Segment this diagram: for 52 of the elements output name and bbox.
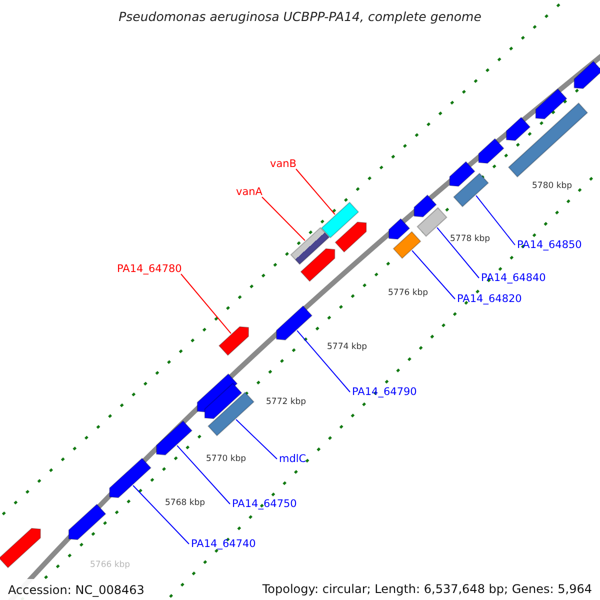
topology-text: Topology: circular; Length: 6,537,648 bp; Genes: 5,964 (262, 582, 592, 596)
leader-line (132, 485, 190, 544)
leader-line (412, 250, 456, 300)
leader-line (180, 274, 232, 334)
gene-feature (300, 248, 336, 282)
position-label: 5774 kbp (327, 342, 368, 352)
gene-label: vanA (236, 186, 262, 198)
leader-line (436, 227, 480, 278)
gene-feature (334, 222, 367, 253)
gene-label: vanB (270, 158, 297, 170)
gene-feature (0, 528, 41, 568)
gene-feature (204, 382, 242, 420)
gene-block (392, 231, 422, 259)
gene-label: PA14_64750 (232, 498, 297, 510)
gene-feature (68, 504, 106, 540)
gene-label: PA14_64780 (117, 263, 182, 275)
gene-feature (478, 138, 504, 164)
gene-label: mdlC (279, 453, 306, 465)
gene-block (207, 392, 255, 436)
gene-feature (506, 116, 531, 142)
position-label: 5772 kbp (266, 397, 306, 407)
gene-feature (276, 305, 313, 340)
gene-feature (574, 60, 600, 90)
gene-feature (414, 194, 437, 218)
leader-line (262, 196, 306, 241)
position-label: 5766 kbp (90, 560, 130, 570)
gene-block (320, 202, 360, 238)
position-label: 5778 kbp (450, 234, 490, 244)
gene-label: PA14_64840 (481, 272, 546, 284)
gene-label: PA14_64820 (457, 293, 522, 305)
leader-line (296, 330, 350, 392)
gene-block (290, 226, 330, 266)
position-label: 5768 kbp (165, 498, 206, 508)
leader-line (296, 168, 336, 215)
gene-feature (535, 88, 568, 120)
position-label: 5776 kbp (388, 288, 428, 298)
gene-label: PA14_64790 (352, 386, 417, 398)
gene-block (508, 102, 588, 178)
leader-line (476, 195, 516, 246)
leader-line (236, 419, 278, 460)
gene-block (416, 207, 448, 237)
leader-line (176, 445, 230, 504)
gene-label: PA14_64850 (517, 239, 582, 251)
gene-feature (218, 326, 250, 356)
gene-feature (449, 161, 476, 187)
position-label: 5770 kbp (206, 454, 246, 464)
gene-block (453, 172, 489, 208)
gene-feature (388, 218, 410, 240)
gene-feature (156, 420, 193, 456)
gene-feature (109, 458, 152, 498)
genome-title: Pseudomonas aeruginosa UCBPP-PA14, complete genome (118, 9, 482, 24)
gene-label: PA14_64740 (191, 538, 256, 550)
